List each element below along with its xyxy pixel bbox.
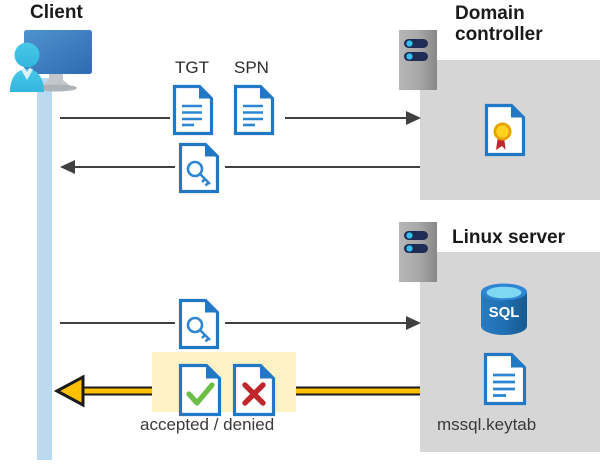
key-document-icon-present — [178, 298, 220, 350]
key-document-icon-ticket — [178, 142, 220, 194]
linux-server-title: Linux server — [452, 227, 565, 248]
accepted-document-icon — [178, 363, 222, 417]
client-title: Client — [30, 2, 83, 23]
sql-database-icon: SQL — [481, 283, 527, 335]
accepted-denied-label: accepted / denied — [140, 415, 275, 434]
certificate-document-icon — [484, 103, 526, 157]
user-monitor-icon — [10, 30, 92, 92]
domain-controller-title: Domain controller — [455, 3, 600, 46]
tgt-label: TGT — [175, 58, 209, 77]
denied-document-icon — [232, 363, 276, 417]
server-tower-icon-dc — [399, 30, 437, 90]
keytab-document-icon — [483, 352, 527, 406]
sql-database-label: SQL — [489, 304, 520, 321]
spn-label: SPN — [234, 58, 269, 77]
client-lifeline — [37, 78, 52, 460]
spn-document-icon — [233, 84, 275, 136]
tgt-document-icon — [172, 84, 214, 136]
server-tower-icon-linux — [399, 222, 437, 282]
keytab-filename-label: mssql.keytab — [437, 415, 537, 434]
dc-title-line-1: Domain — [455, 3, 525, 24]
dc-title-line-2: controller — [455, 24, 543, 46]
